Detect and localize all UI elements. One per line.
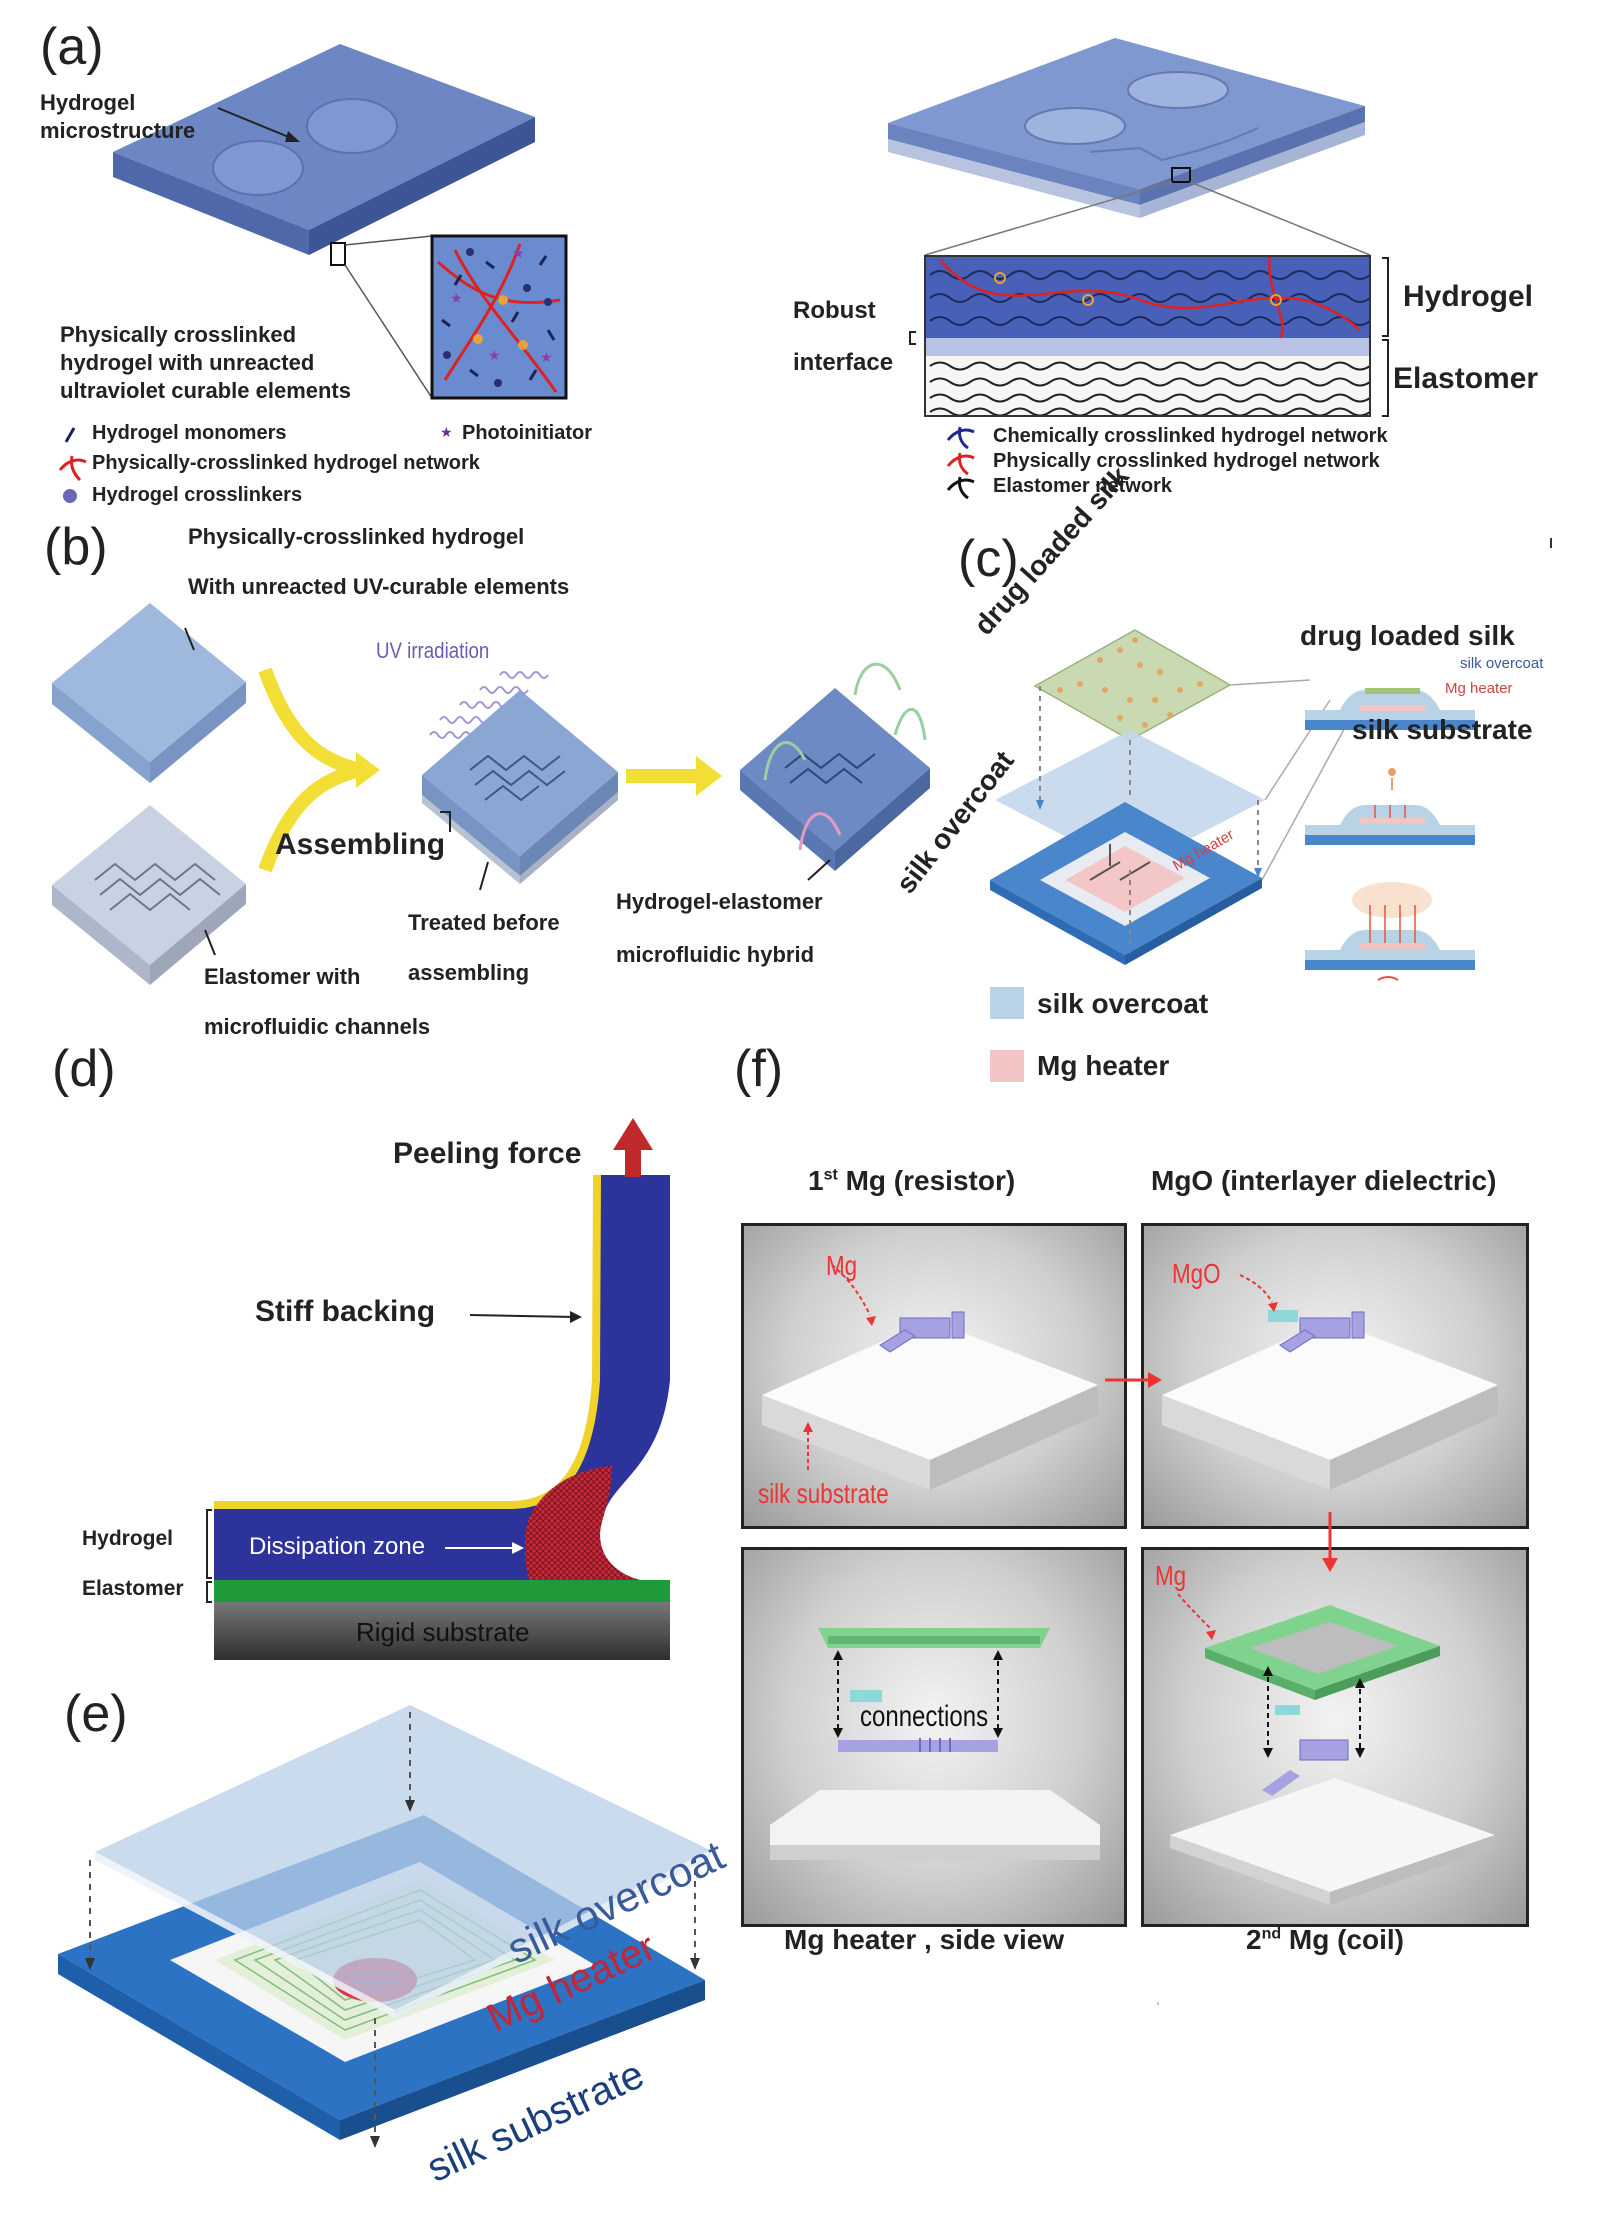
- hybrid-label-2: microfluidic hybrid: [616, 942, 815, 967]
- elastomer-label-d: Elastomer: [82, 1577, 184, 1600]
- uv-irradiation-label: UV irradiation: [376, 638, 490, 663]
- assembling-label: Assembling: [275, 828, 446, 861]
- f-bl-connections-label: connections: [860, 1700, 989, 1733]
- svg-text:★: ★: [540, 350, 553, 366]
- layer-label-hydrogel: Hydrogel: [1403, 280, 1534, 313]
- svg-text:★: ★: [512, 246, 525, 262]
- layer-label-elastomer: Elastomer: [1393, 362, 1539, 395]
- f-caption-left: Mg heater , side view: [784, 1924, 1065, 1955]
- legend-elastomer-network: Elastomer network: [993, 475, 1172, 497]
- hybrid-label-1: Hydrogel-elastomer: [616, 889, 823, 914]
- legend-physically-crosslinked-network: Physically-crosslinked hydrogel network: [92, 452, 480, 474]
- dissipation-zone-label: Dissipation zone: [249, 1533, 426, 1560]
- stiff-backing-label: Stiff backing: [255, 1295, 436, 1328]
- elastomer-label-b-2: microfluidic channels: [204, 1014, 431, 1039]
- elastomer-label-b-1: Elastomer with: [204, 964, 361, 989]
- f-tl-mg-label: Mg: [826, 1250, 858, 1281]
- f-caption-right: 2nd Mg (coil): [1246, 1924, 1404, 1955]
- svg-text:★: ★: [450, 291, 463, 307]
- drug-loaded-silk-label: drug loaded silk: [1300, 620, 1515, 651]
- panel-label-f: (f): [734, 1040, 784, 1098]
- legend-hydrogel-crosslinkers: Hydrogel crosslinkers: [92, 484, 303, 506]
- hydrogel-label-d: Hydrogel: [82, 1527, 174, 1550]
- legend-hydrogel-monomers: Hydrogel monomers: [92, 422, 287, 444]
- hydrogel-label-b-1: Physically-crosslinked hydrogel: [188, 524, 525, 549]
- hydrogel-microstructure-label-2: microstructure: [40, 118, 196, 143]
- hydrogel-microstructure-label-1: Hydrogel: [40, 90, 136, 115]
- panel-label-b: (b): [44, 518, 108, 576]
- legend-silk-overcoat: silk overcoat: [1037, 988, 1209, 1019]
- silk-overcoat-small-label: silk overcoat: [1460, 655, 1544, 672]
- f-title-1: 1st Mg (resistor): [808, 1165, 1016, 1196]
- f-br-mg-label: Mg: [1155, 1560, 1187, 1591]
- silk-substrate-label-c: silk substrate: [1352, 714, 1533, 745]
- panel-label-e: (e): [64, 1685, 128, 1743]
- caption-a-1: Physically crosslinked: [60, 322, 297, 347]
- legend-mg-heater: Mg heater: [1037, 1050, 1170, 1081]
- robust-interface-label-2: interface: [793, 349, 894, 376]
- treated-label-2: assembling: [408, 960, 530, 985]
- f-title-2: MgO (interlayer dielectric): [1151, 1165, 1497, 1196]
- caption-a-3: ultraviolet curable elements: [60, 378, 351, 403]
- legend-photoinitiator: Photoinitiator: [462, 422, 592, 444]
- svg-text:★: ★: [440, 425, 453, 441]
- legend-chemically-crosslinked: Chemically crosslinked hydrogel network: [993, 425, 1388, 447]
- mg-heater-tiny-label: Mg heater: [1445, 680, 1513, 697]
- f-tl-substrate-label: silk substrate: [758, 1478, 889, 1509]
- legend-physically-crosslinked: Physically crosslinked hydrogel network: [993, 450, 1380, 472]
- robust-interface-label-1: Robust: [793, 297, 876, 324]
- f-panel-side-view: [741, 1547, 1127, 1927]
- rigid-substrate-label: Rigid substrate: [356, 1617, 530, 1647]
- panel-label-d: (d): [52, 1040, 116, 1098]
- svg-text:★: ★: [488, 348, 501, 364]
- legend-swatch-mg-heater: [990, 1050, 1024, 1082]
- panel-label-a: (a): [40, 18, 104, 76]
- caption-a-2: hydrogel with unreacted: [60, 350, 315, 375]
- legend-swatch-silk-overcoat: [990, 987, 1024, 1019]
- panel-label-c: (c): [958, 530, 1019, 588]
- hydrogel-label-b-2: With unreacted UV-curable elements: [188, 574, 570, 599]
- f-tr-mgo-label: MgO: [1172, 1258, 1221, 1289]
- peeling-force-label: Peeling force: [393, 1137, 582, 1170]
- treated-label-1: Treated before: [408, 910, 560, 935]
